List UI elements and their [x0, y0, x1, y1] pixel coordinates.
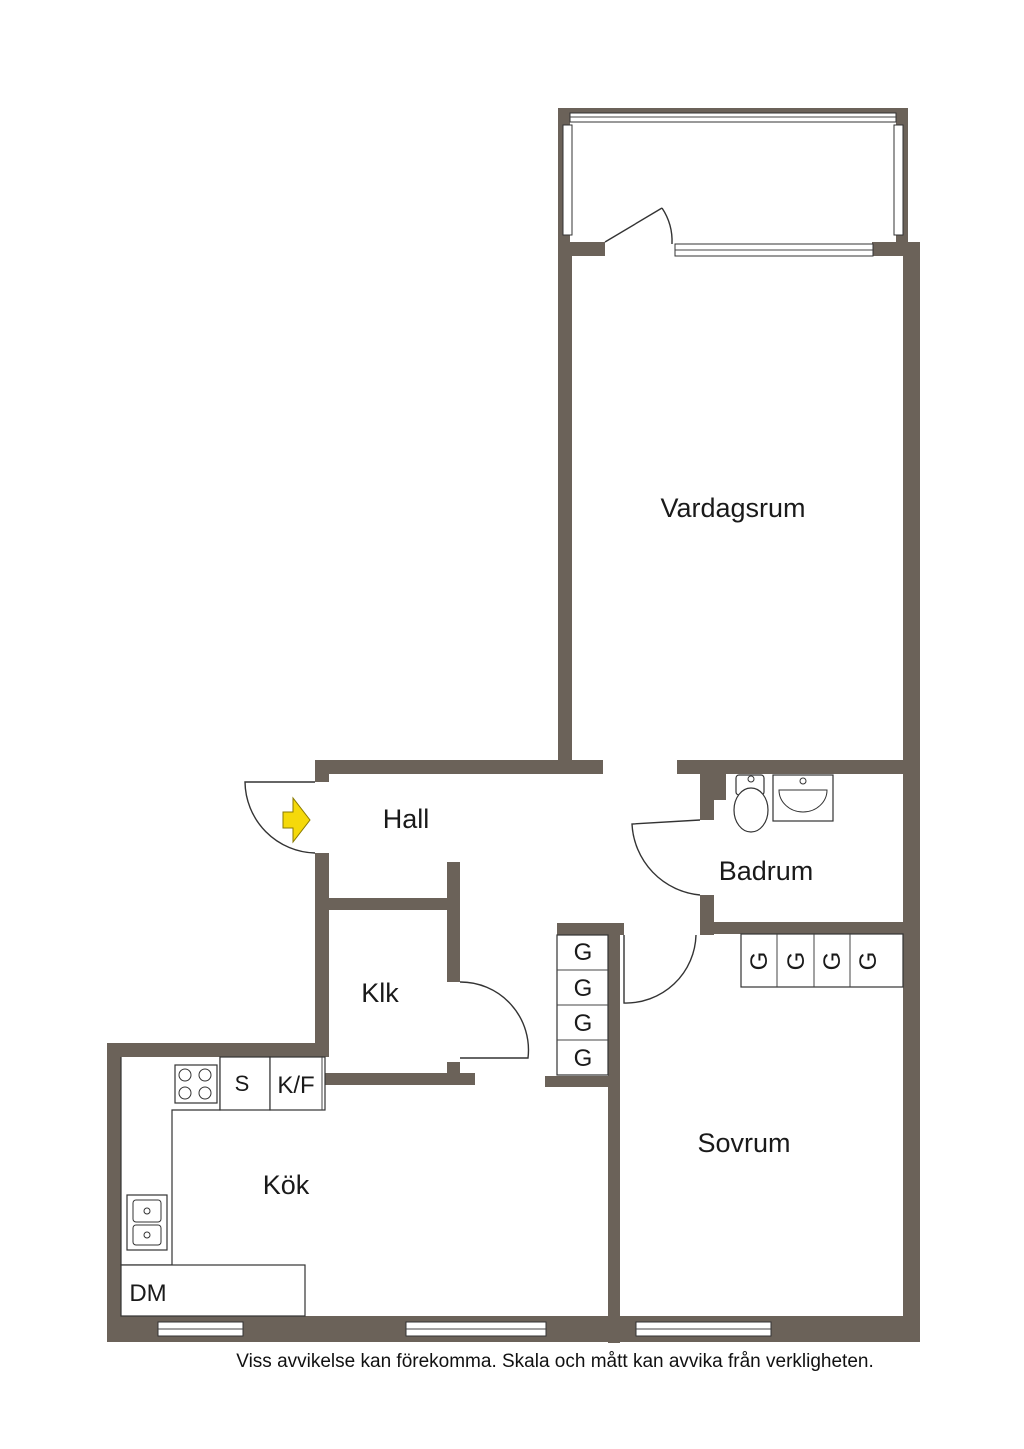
fridge-freezer-label: K/F [277, 1072, 314, 1099]
room-label-kok: Kök [263, 1170, 310, 1200]
wardrobe-label: G [574, 975, 593, 1002]
entrance-arrow-icon [282, 796, 311, 844]
disclaimer-text: Viss avvikelse kan förekomma. Skala och … [236, 1351, 874, 1372]
stove [174, 1064, 218, 1104]
windows [157, 243, 874, 1337]
toilet [733, 774, 769, 833]
doors [244, 207, 701, 1059]
walls [107, 242, 920, 1343]
kitchen-sink [126, 1194, 168, 1251]
room-label-badrum: Badrum [719, 856, 814, 886]
wardrobes-hall [556, 934, 609, 1076]
stove-label: S [235, 1071, 250, 1096]
wardrobe-label: G [819, 952, 846, 971]
wardrobe-label: G [783, 952, 810, 971]
bathroom-sink [772, 774, 834, 822]
dishwasher-label: DM [129, 1280, 166, 1307]
room-label-klk: Klk [361, 978, 399, 1008]
balcony [558, 108, 908, 242]
room-label-vardagsrum: Vardagsrum [660, 493, 805, 523]
room-label-sovrum: Sovrum [697, 1128, 790, 1158]
kitchen-counter [120, 1056, 326, 1266]
wardrobe-label: G [574, 1045, 593, 1072]
wardrobe-label: G [855, 952, 882, 971]
wardrobe-label: G [574, 939, 593, 966]
wardrobe-label: G [574, 1010, 593, 1037]
wardrobe-label: G [746, 952, 773, 971]
dishwasher [120, 1264, 306, 1317]
room-label-hall: Hall [383, 804, 430, 834]
wardrobes-sovrum [740, 933, 904, 988]
